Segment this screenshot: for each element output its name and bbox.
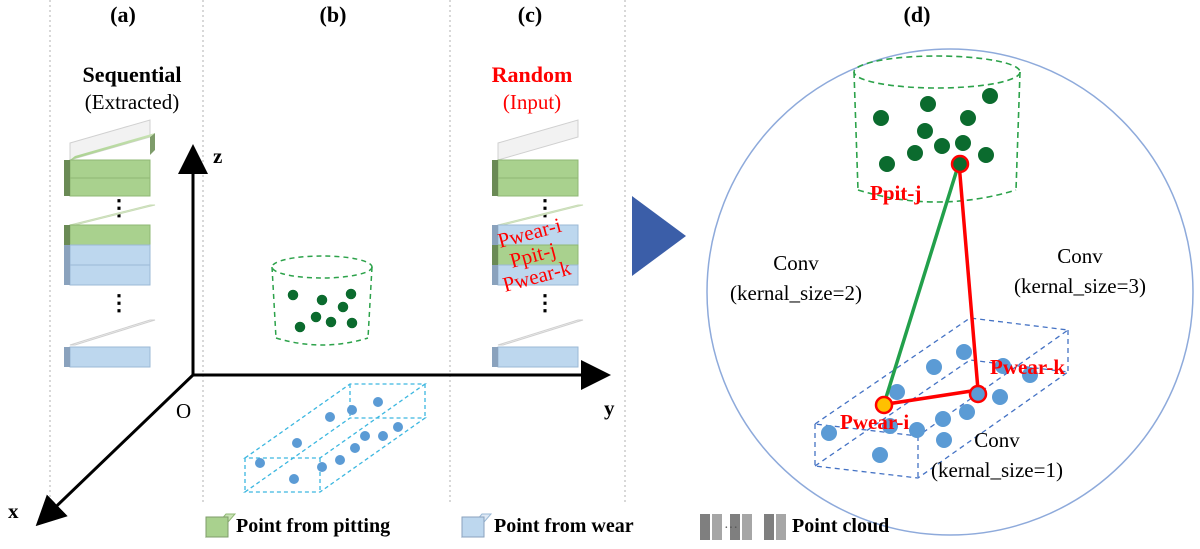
- panel-label-a: (a): [110, 2, 136, 27]
- random-stack: ⋮ Pwear-i Ppit-j Pwear-k ⋮: [492, 119, 584, 368]
- pitting-cluster-b: [271, 255, 373, 346]
- ppit-j-label: Ppit-j: [870, 181, 921, 205]
- wear-cluster-b: [242, 383, 428, 493]
- panel-label-d: (d): [904, 2, 931, 27]
- pitting-bar: [64, 119, 155, 197]
- wear-bar-c: [492, 319, 584, 368]
- axis-label-y: y: [604, 396, 615, 420]
- axes-3d: [35, 144, 611, 527]
- wear-cluster-d: [813, 317, 1070, 479]
- wear-dots-b: [255, 397, 403, 484]
- legend-cloud-label: Point cloud: [792, 515, 889, 537]
- legend-pitting-swatch: [204, 513, 237, 538]
- axis-label-z: z: [213, 144, 222, 168]
- input-subtitle: (Input): [503, 90, 561, 114]
- axis-label-x: x: [8, 499, 19, 523]
- extracted-subtitle: (Extracted): [85, 90, 179, 114]
- ellipsis-a-2: ⋮: [108, 290, 130, 315]
- conv1-label-2: (kernal_size=1): [931, 458, 1063, 482]
- mixed-bar: [64, 204, 156, 286]
- sequential-title: Sequential: [82, 62, 181, 87]
- pwear-k-label: Pwear-k: [990, 355, 1065, 379]
- ellipsis-c-2: ⋮: [534, 290, 556, 315]
- legend: Point from pitting Point from wear ··· P…: [204, 513, 889, 540]
- panel-label-b: (b): [320, 2, 347, 27]
- legend-pitting-label: Point from pitting: [236, 515, 390, 537]
- wear-dots-d: [821, 344, 1038, 463]
- wear-bar: [64, 319, 156, 368]
- conv2-label-2: (kernal_size=2): [730, 281, 862, 305]
- legend-cloud-swatch: ···: [700, 514, 786, 540]
- random-title: Random: [492, 62, 573, 87]
- legend-wear-label: Point from wear: [494, 515, 634, 537]
- origin-label: O: [176, 399, 191, 423]
- transition-arrow: [632, 196, 686, 276]
- legend-wear-swatch: [460, 513, 493, 538]
- panel-label-c: (c): [518, 2, 542, 27]
- zoom-circle: [706, 48, 1194, 536]
- ppit-j-marker: [950, 154, 970, 174]
- pwear-k-marker: [968, 384, 988, 404]
- ellipsis-c-1: ⋮: [534, 195, 556, 220]
- mixed-bar-c: [492, 204, 584, 286]
- conv3-label-1: Conv: [1057, 244, 1103, 268]
- conv1-label-1: Conv: [974, 428, 1020, 452]
- conv2-label-1: Conv: [773, 251, 819, 275]
- pwear-i-label: Pwear-i: [840, 410, 909, 434]
- conv3-label-2: (kernal_size=3): [1014, 274, 1146, 298]
- pwear-i-marker: [874, 395, 894, 415]
- panel-dividers: [49, 0, 626, 505]
- sequential-stack: ⋮ ⋮: [64, 119, 156, 368]
- conv2-link: [882, 162, 961, 405]
- pitting-cluster-d: [853, 55, 1021, 203]
- pitting-bar-c: [492, 119, 579, 197]
- svg-text:···: ···: [724, 521, 738, 536]
